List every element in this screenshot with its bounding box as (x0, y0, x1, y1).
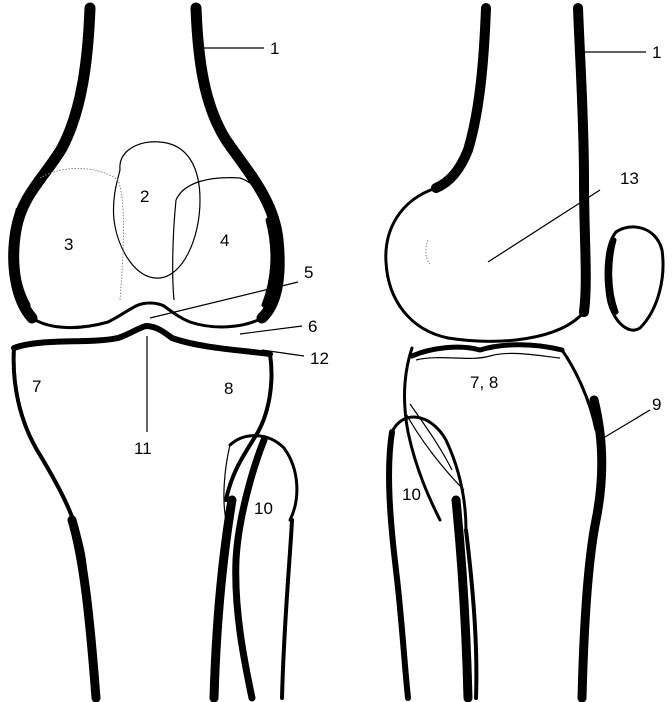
front-femur-right-condyle (164, 306, 262, 327)
side-femur-condyle (386, 188, 584, 341)
front-femur-right-edge (196, 8, 279, 318)
side-meniscus-detail (416, 353, 560, 360)
label-side-1: 1 (652, 43, 661, 62)
side-femur-front-edge (436, 8, 486, 188)
label-front-2: 2 (140, 187, 149, 206)
side-view: 1 13 7, 8 9 10 (386, 8, 663, 698)
side-femur-back-edge (578, 8, 586, 312)
side-tibia-back (562, 350, 596, 430)
front-tibia-plateau (14, 326, 270, 354)
label-side-9: 9 (652, 395, 661, 414)
side-leader-9 (600, 410, 650, 440)
label-side-13: 13 (620, 169, 639, 188)
label-front-8: 8 (224, 379, 233, 398)
label-front-11: 11 (134, 439, 152, 458)
side-fibula-front (389, 432, 408, 698)
label-side-7-8: 7, 8 (470, 373, 498, 392)
label-front-1: 1 (270, 39, 279, 58)
side-tibia-tuberosity (582, 400, 602, 698)
side-patella-inner (610, 240, 616, 312)
label-front-7: 7 (32, 377, 41, 396)
front-tibia-shaft-left (72, 520, 96, 698)
front-tibia-left-edge (14, 348, 96, 698)
front-leader-6 (240, 326, 302, 334)
side-condyle-detail (426, 240, 430, 264)
label-side-10: 10 (402, 485, 421, 504)
front-notch-inner (173, 200, 176, 300)
front-femur-left-edge (14, 8, 90, 318)
label-front-5: 5 (304, 263, 313, 282)
label-front-3: 3 (64, 235, 73, 254)
front-view: 1 2 3 4 5 6 7 8 10 11 12 (14, 8, 329, 698)
front-femur-left-condyle (32, 306, 136, 328)
front-intercondylar-notch (136, 303, 164, 306)
front-patella-outline (113, 142, 200, 278)
label-front-6: 6 (308, 317, 317, 336)
label-front-10: 10 (254, 499, 273, 518)
front-lateral-condyle-outline (40, 169, 124, 301)
side-meniscus (412, 345, 562, 356)
label-front-12: 12 (310, 349, 329, 368)
front-fibula-right (282, 520, 292, 698)
front-tibia-shaft-right (214, 500, 232, 698)
front-fibula-left (236, 440, 264, 698)
label-front-4: 4 (220, 231, 229, 250)
